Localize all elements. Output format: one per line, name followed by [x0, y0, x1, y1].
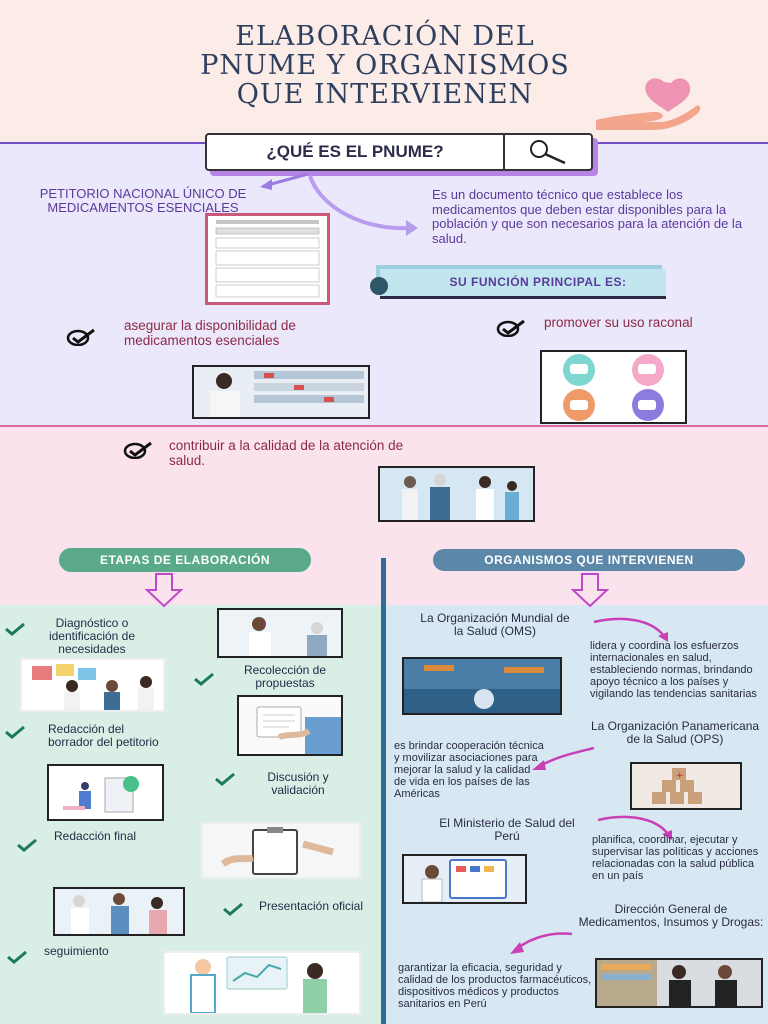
check-icon: [5, 725, 25, 739]
down-arrow-icon: [145, 573, 183, 608]
heart-hand-icon: [596, 78, 701, 130]
stage-2-text: Recolección de propuestas: [243, 663, 327, 690]
stage-7-image: [163, 951, 361, 1015]
check-icon: [496, 319, 525, 337]
title-line-3: QUE INTERVIENEN: [236, 79, 534, 110]
function-header: SU FUNCIÓN PRINCIPAL ES:: [449, 275, 627, 289]
stage-2-image: [237, 695, 343, 756]
stage-3-image: [47, 764, 164, 821]
minsa-image: [402, 854, 527, 904]
digemid-name: Dirección General de Medicamentos, Insum…: [578, 902, 764, 929]
stage-1-text: Diagnóstico o identificación de necesida…: [48, 616, 136, 656]
column-divider: [381, 558, 386, 1024]
stage-6-text: Presentación oficial: [258, 899, 364, 913]
check-icon: [223, 902, 243, 916]
medicine-use-image: [540, 350, 687, 424]
question-box: ¿QUÉ ES EL PNUME?: [205, 133, 593, 171]
question-separator: [503, 135, 505, 169]
search-icon: [530, 140, 566, 165]
stage-3-text: Redacción del borrador del petitorio: [48, 722, 159, 749]
minsa-description: planifica, coordinar, ejecutar y supervi…: [592, 834, 759, 882]
pharmacist-image: [192, 365, 370, 419]
stage-5-text: Redacción final: [54, 829, 137, 843]
stage-6-image: [53, 887, 185, 936]
stage-4-text: Discusión y validación: [267, 770, 329, 797]
check-icon: [215, 772, 235, 786]
ops-image: +: [630, 762, 742, 810]
ops-description: es brindar cooperación técnica y moviliz…: [394, 740, 544, 800]
stage-5-image: [201, 822, 361, 879]
oms-image: [402, 657, 562, 715]
question-text: ¿QUÉ ES EL PNUME?: [266, 142, 444, 161]
oms-name: La Organización Mundial de la Salud (OMS…: [420, 611, 570, 638]
curved-arrow-icon: [597, 815, 672, 840]
organismos-header: ORGANISMOS QUE INTERVIENEN: [433, 549, 745, 571]
etapas-header: ETAPAS DE ELABORACIÓN: [59, 548, 311, 572]
stage-team-image: [20, 658, 165, 712]
function-3-text: contribuir a la calidad de la atención d…: [169, 438, 404, 468]
digemid-image: [595, 958, 763, 1008]
check-icon: [5, 622, 25, 636]
ops-name: La Organización Panamericana de la Salud…: [590, 719, 760, 746]
page-title: ELABORACIÓN DEL PNUME Y ORGANISMOS QUE I…: [80, 22, 690, 109]
check-icon: [17, 838, 37, 852]
stage-7-text: seguimiento: [44, 944, 109, 958]
title-line-1: ELABORACIÓN DEL: [235, 21, 535, 52]
check-icon: [66, 328, 95, 346]
curved-arrow-icon: [593, 617, 668, 642]
check-icon: [194, 672, 214, 686]
check-icon: [123, 441, 152, 459]
curved-arrow-icon: [532, 746, 595, 770]
digemid-description: garantizar la eficacia, seguridad y cali…: [398, 962, 592, 1010]
down-arrow-icon: [571, 573, 609, 608]
healthcare-team-image: [378, 466, 535, 522]
stage-1-image: [217, 608, 343, 658]
bullet-icon: [370, 277, 388, 295]
curved-arrow-icon: [510, 932, 573, 954]
definition-text: Es un documento técnico que establece lo…: [432, 187, 743, 246]
arrows-icon: [260, 172, 418, 236]
check-icon: [7, 950, 27, 964]
svg-text:+: +: [676, 771, 684, 781]
title-line-2: PNUME Y ORGANISMOS: [200, 50, 570, 81]
document-image: [205, 213, 330, 305]
minsa-name: El Ministerio de Salud del Perú: [439, 816, 575, 843]
function-1-text: asegurar la disponibilidad de medicament…: [124, 318, 296, 348]
pnume-full-name: PETITORIO NACIONAL ÚNICO DE MEDICAMENTOS…: [39, 186, 247, 215]
oms-description: lidera y coordina los esfuerzos internac…: [590, 640, 757, 700]
function-header-box: SU FUNCIÓN PRINCIPAL ES:: [380, 269, 666, 299]
function-2-text: promover su uso raconal: [544, 315, 693, 330]
